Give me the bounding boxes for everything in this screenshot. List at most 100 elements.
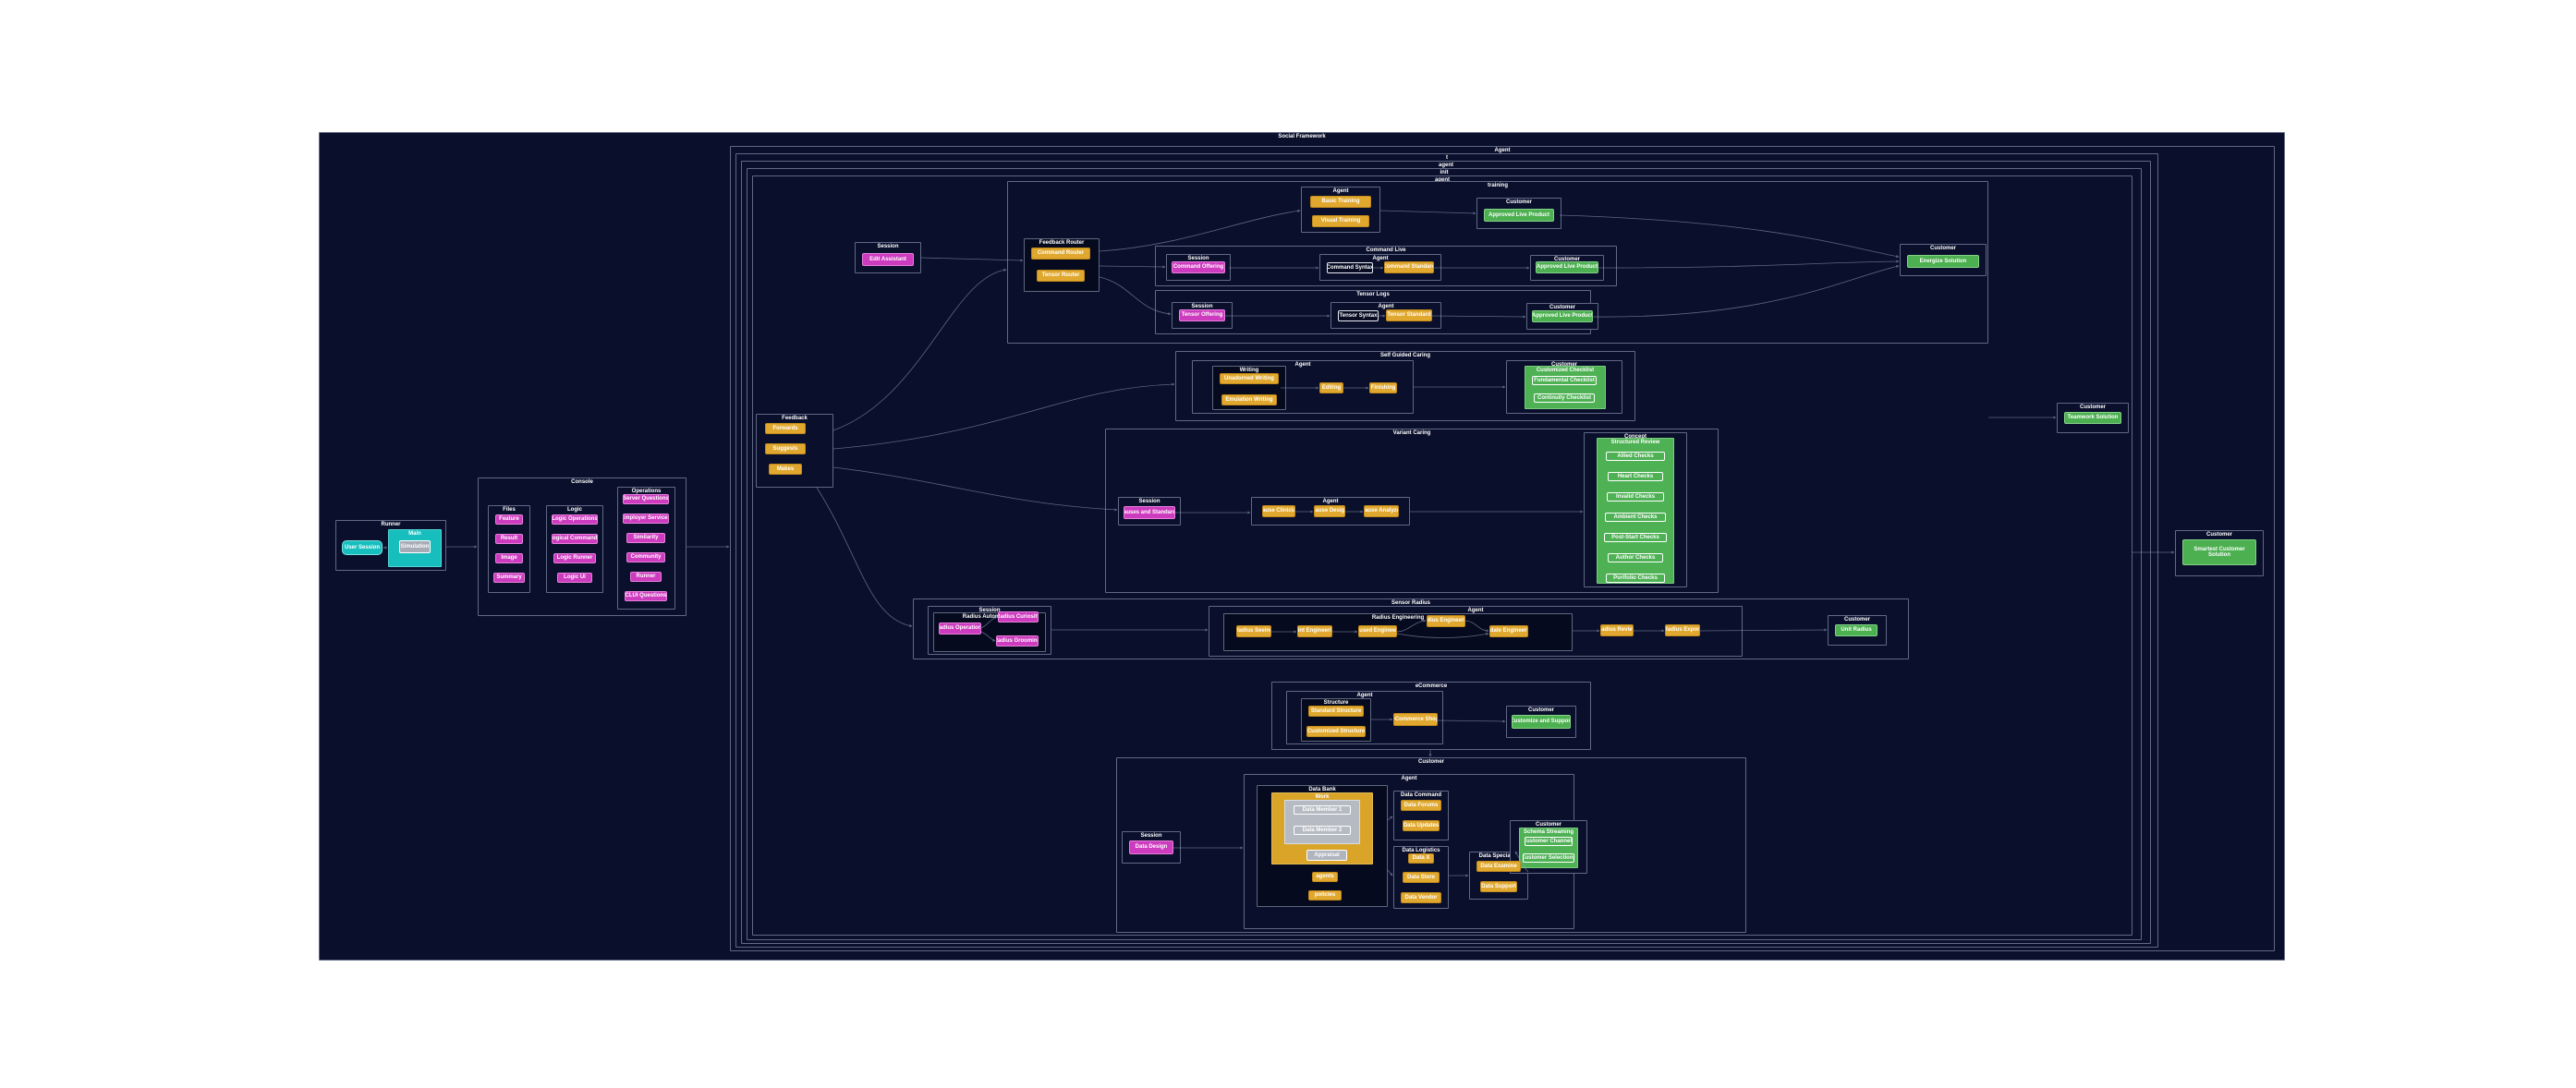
group-title-band-radius: Sensor Radius [1391,600,1431,606]
node-fundamental-checklist: Fundamental Checklist [1532,376,1597,385]
node-data-updates: Data Updates [1403,820,1440,831]
group-title-work: Work [1315,794,1330,800]
node-radius-export: Radius Export [1665,624,1700,636]
node-customer-channels: Customer Channels [1525,837,1573,846]
group-title-logic: Logic [567,507,582,513]
node-ops-employer: Employer Services [623,514,669,524]
group-title-b1-customer: Customer [1553,257,1581,262]
group-title-bot-session: Session [1140,833,1162,839]
node-ecommerce-shop: eCommerce Shop [1393,713,1438,726]
group-title-main: Main [408,531,421,537]
node-standard-structure: Standard Structure [1308,706,1364,717]
node-file-summary: Summary [493,573,525,583]
group-title-wrap-t: t [1446,155,1448,161]
node-energize-solution: Energize Solution [1907,255,1979,268]
node-joint-engineering: Joint Engineering [1297,625,1332,637]
node-policies: policies [1308,890,1342,901]
node-approved-top: Approved Live Product [1484,209,1554,222]
group-title-router: Feedback Router [1039,240,1085,246]
group-title-datacommand: Data Command [1400,792,1442,798]
group-title-files: Files [503,507,516,513]
node-teamwork-solution: Teamwork Solution [2064,412,2121,424]
node-causes-standards: Causes and Standards [1124,506,1175,519]
node-logic-ui: Logic UI [557,573,592,583]
group-title-root: Social Framework [1278,134,1326,139]
node-ops-clui: CLUI Questions [625,591,667,601]
node-ops-similarity: Similarity [626,533,665,543]
group-router: Feedback Router [1024,238,1100,292]
node-command-router: Command Router [1031,248,1090,260]
group-title-ecom-agent: Agent [1356,693,1373,698]
node-poststart-checks: Post-Start Checks [1604,533,1667,542]
node-data-vendor: Data Vendor [1401,892,1441,903]
group-title-b3-customer: Customer [1550,362,1578,368]
group-main: Main [388,529,442,567]
group-title-wrap-agent3: agent [1434,177,1451,183]
node-radius-curiosity: Radius Curiosity [998,611,1039,623]
node-ops-server: Server Questions [623,494,669,504]
node-data-forums: Data Forums [1401,800,1441,811]
node-cause-analyzer: Cause Analyzer [1364,505,1399,517]
group-title-b4-session: Session [1138,499,1160,504]
node-tensor-syntax: Tensor Syntax [1338,310,1379,321]
node-tensor-offering: Tensor Offering [1179,309,1225,321]
node-data-x: Data X [1408,853,1434,864]
group-title-ecommerce: eCommerce [1415,683,1448,689]
group-title-customer-energize: Customer [1929,246,1957,251]
node-logic-commands: Logical Commands [552,534,598,544]
node-logic-runner: Logic Runner [553,553,596,563]
group-title-band-selfguided: Self Guided Caring [1379,353,1431,358]
node-data-design: Data Design [1129,840,1173,854]
node-radius-review: Radius Review [1600,624,1634,636]
group-datacommand: Data Command [1393,791,1449,840]
node-data-member-1: Data Member 1 [1294,805,1351,815]
node-fb-forwards: Forwards [765,423,806,434]
node-portfolio-checks: Portfolio Checks [1606,574,1665,583]
node-file-image: Image [495,553,523,563]
group-title-bot-streaming: Schema Streaming [1523,829,1574,835]
node-edit-assistant: Edit Assistant [862,253,914,266]
group-title-b4-review: Structured Review [1610,440,1660,445]
node-command-offering: Command Offering [1172,261,1225,273]
group-title-bot-agent: Agent [1401,776,1417,781]
node-heart-checks: Heart Checks [1608,472,1663,481]
group-title-session-edit: Session [877,244,899,249]
group-title-customer-top: Customer [1505,199,1533,205]
node-unadorned-writing: Unadorned Writing [1220,373,1279,384]
group-title-bottom: Customer [1417,759,1445,765]
node-radius-operations: Radius Operations [939,623,981,635]
group-title-b3-checklist: Customized Checklist [1536,368,1595,373]
node-editing: Editing [1319,382,1343,393]
node-ops-community: Community [626,552,665,562]
group-title-customer-teamwork: Customer [2079,405,2107,410]
node-fb-makes: Makes [769,464,802,475]
group-members [1284,800,1360,844]
group-title-feedback: Feedback [782,416,808,421]
node-data-examine: Data Examine [1476,861,1521,872]
node-customize-support: Customize and Support [1512,715,1571,729]
node-allied-checks: Allied Checks [1606,452,1665,461]
group-title-ecom-customer: Customer [1527,707,1555,713]
node-radius-seeing: Radius Seeing [1236,625,1271,637]
node-basic-training: Basic Training [1310,196,1371,208]
node-update-engineering: Update Engineering [1489,625,1528,637]
group-title-b2-session: Session [1191,304,1213,309]
node-agents: agents [1312,872,1338,882]
node-focused-engineering: Focused Engineering [1358,625,1397,637]
node-command-syntax: Command Syntax [1327,262,1373,273]
node-logic-operations: Logic Operations [552,514,598,525]
node-appraisal: Appraisal [1306,850,1347,861]
node-invalid-checks: Invalid Checks [1607,492,1664,502]
node-simulation: Simulation [399,540,431,553]
group-operations: Operations [617,487,675,610]
node-fb-suggests: Suggests [765,443,806,454]
group-title-dataspecialist: Data Specialist [1478,853,1519,859]
group-title-b5-agent: Agent [1467,608,1484,613]
node-ops-runner: Runner [630,572,662,582]
group-title-b2-customer: Customer [1549,305,1576,310]
group-title-writing: Writing [1239,368,1259,373]
group-title-b2-agent: Agent [1378,304,1394,309]
group-title-databank: Data Bank [1308,787,1336,792]
node-user-session: User Session [342,540,383,555]
group-title-structure: Structure [1323,700,1349,706]
